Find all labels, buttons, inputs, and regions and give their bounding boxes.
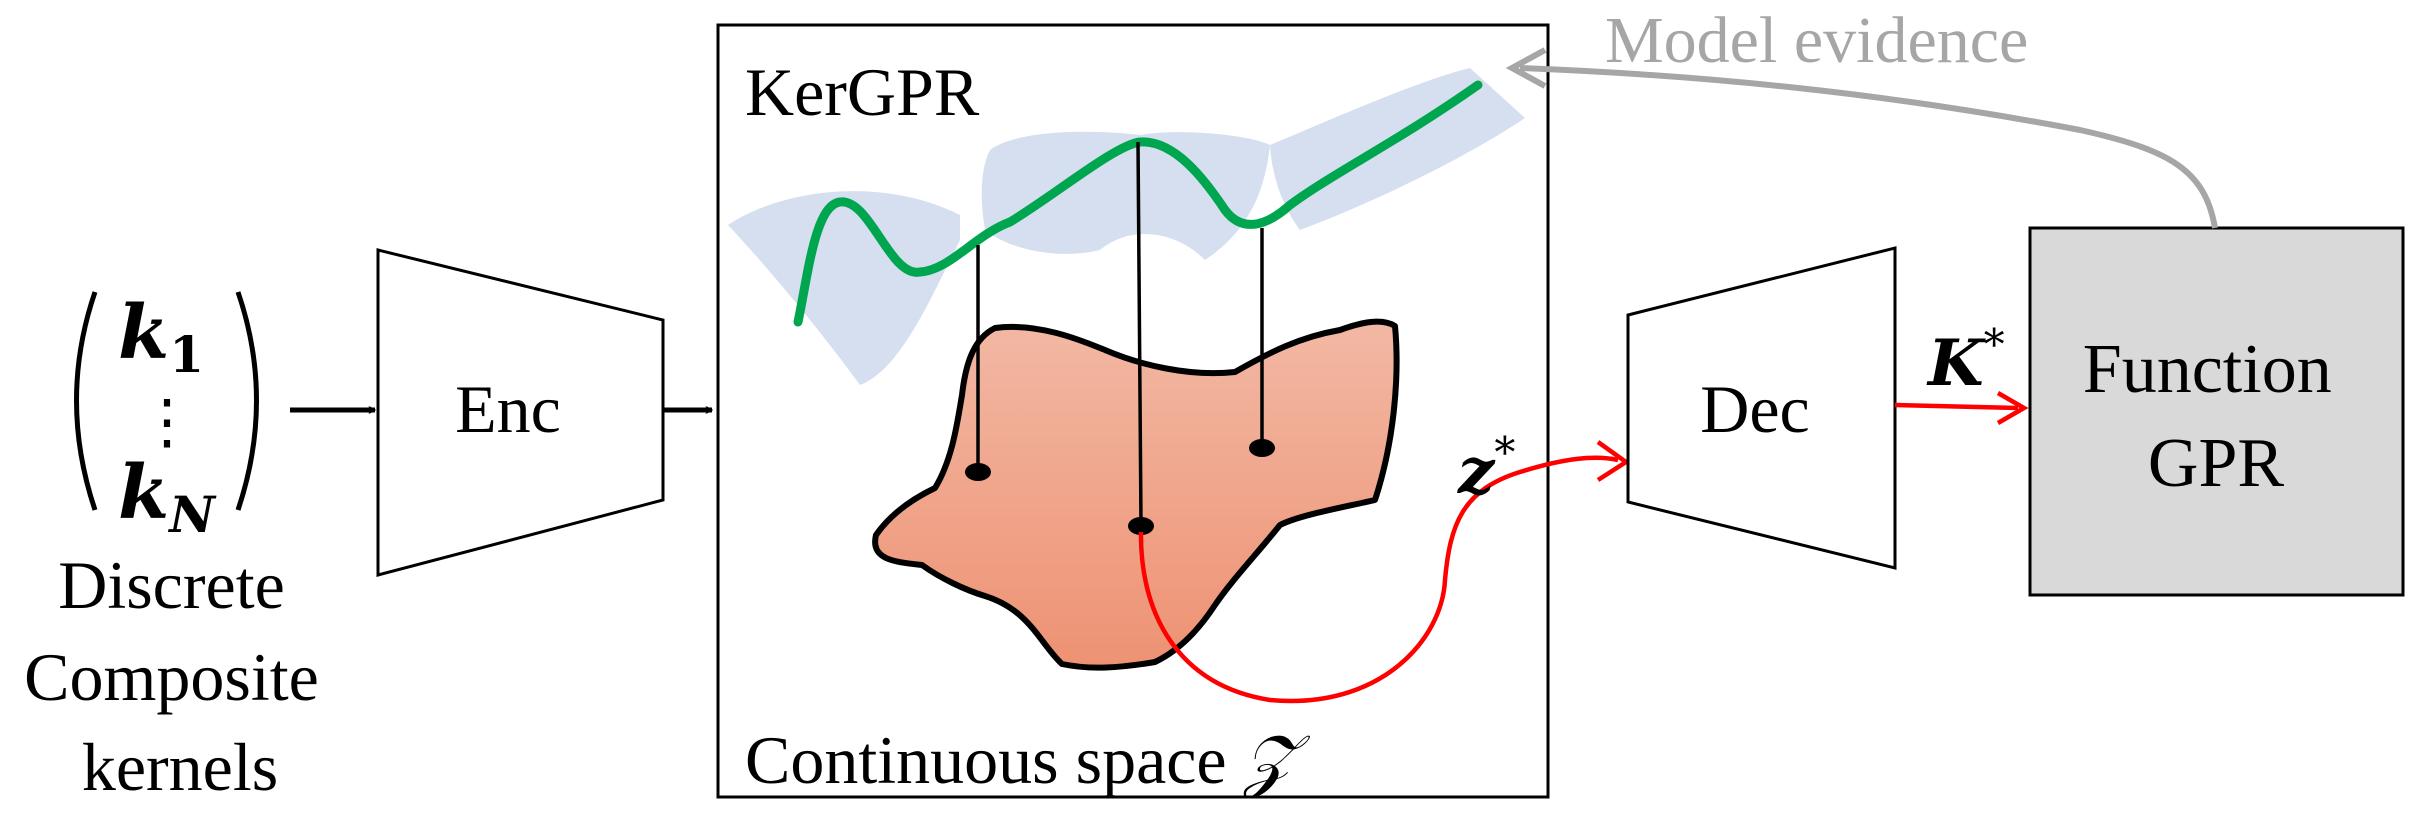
function-gpr-block (2028, 226, 2405, 597)
function-gpr-label: Function GPR (2083, 331, 2349, 502)
decoder-label: Dec (1700, 371, 1809, 447)
encoder-label: Enc (455, 371, 561, 447)
optimal-point-arrowhead (1596, 440, 1631, 482)
uncertainty-band (728, 68, 1525, 385)
arrow-decoder-to-function-gpr (1894, 402, 2019, 411)
kernel-kN: kN (118, 450, 217, 544)
left-parenthesis (74, 291, 98, 511)
encoder-block (376, 248, 665, 577)
kernel-vector: k1 ⋮ kN (74, 290, 259, 544)
vertical-ellipsis: ⋮ (137, 389, 197, 455)
latent-sample-points (965, 439, 1275, 535)
optimal-point-label: z* (1457, 428, 1515, 509)
optimal-kernel-label: K* (1926, 320, 2005, 401)
decoder-arrowhead (1996, 391, 2029, 425)
model-evidence-label: Model evidence (1605, 4, 2028, 77)
optimal-point-path (1138, 455, 1619, 704)
decoder-block (1626, 246, 1897, 570)
kernel-k1: k1 (118, 290, 204, 384)
model-evidence-feedback-path (1519, 65, 2218, 229)
gp-mean-curve (793, 80, 1483, 327)
right-parenthesis (235, 291, 259, 511)
input-caption: Discrete Composite kernels (24, 547, 336, 805)
model-evidence-arrowhead (1505, 47, 1547, 89)
continuous-space-label: Continuous space 𝒵 (745, 722, 1311, 798)
projection-lines (976, 141, 1264, 526)
kergpr-title: KerGPR (745, 54, 980, 130)
